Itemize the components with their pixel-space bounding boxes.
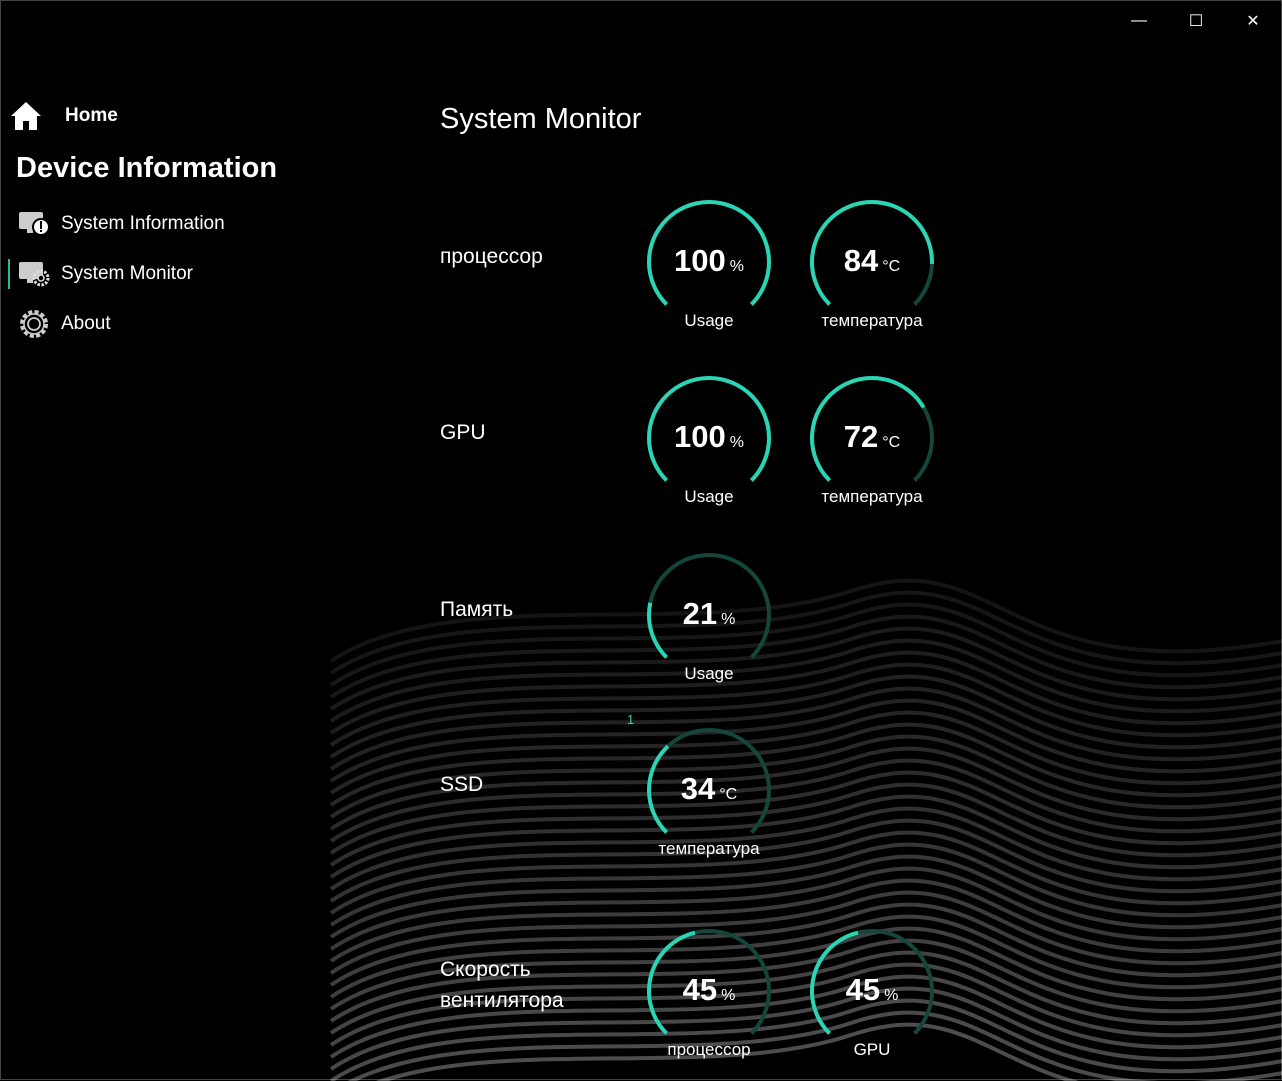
gauge-fill [647, 376, 771, 482]
home-icon [11, 102, 41, 130]
gauge-value: 21% [682, 596, 736, 631]
gauge-value: 100% [674, 243, 744, 278]
gauge-fill [647, 602, 669, 659]
monitor-info-icon [19, 212, 50, 236]
gauge-unit: % [729, 434, 744, 451]
gauge: 21% Usage [644, 552, 774, 692]
gauge-fill [810, 376, 926, 482]
sidebar-item-label: About [61, 313, 111, 334]
gauge: 84°C температура [807, 199, 937, 339]
row-label: GPU [440, 421, 486, 444]
gauge-value: 84°C [843, 243, 901, 278]
gauge-fill [810, 200, 934, 306]
gauge-unit: °C [882, 258, 901, 275]
gauge: 72°C температура [807, 375, 937, 515]
monitor-gear-icon [19, 262, 50, 287]
gauge-fill [647, 744, 670, 834]
minimize-button[interactable]: — [1131, 12, 1147, 29]
gauge: 45% процессор [644, 928, 774, 1068]
gauge-value: 100% [674, 419, 744, 454]
gauge-unit: % [729, 258, 744, 275]
gauge-value: 45% [845, 972, 899, 1007]
gauge-caption: Usage [684, 487, 734, 506]
gauge-unit: °C [882, 434, 901, 451]
gauge-caption: температура [658, 839, 760, 858]
maximize-button[interactable]: ☐ [1188, 13, 1204, 30]
gauge-caption: процессор [667, 1040, 751, 1059]
gauge-caption: Usage [684, 664, 734, 683]
sidebar-item-label: System Monitor [61, 263, 193, 284]
gauge-value: 45% [682, 972, 736, 1007]
row-label: процессор [440, 245, 543, 268]
gauge-fill [810, 930, 859, 1035]
gauge-caption: GPU [853, 1040, 891, 1059]
sidebar-item-system-information[interactable]: System Information [17, 207, 225, 241]
nav-home[interactable]: Home [9, 99, 118, 133]
sidebar-item-label: System Information [61, 213, 225, 234]
gauge-unit: % [721, 987, 736, 1004]
gauge: 45% GPU [807, 928, 937, 1068]
ssd-index: 1 [627, 712, 635, 727]
gauge-fill [647, 200, 771, 306]
sidebar-item-system-monitor[interactable]: System Monitor [17, 257, 193, 291]
selection-indicator [8, 259, 10, 289]
sidebar-item-about[interactable]: About [17, 307, 111, 341]
gauge: 100% Usage [644, 199, 774, 339]
row-label: SSD [440, 773, 484, 796]
gauge-caption: температура [821, 311, 923, 330]
section-heading: Device Information [16, 152, 278, 184]
row-label: Скорость вентилятора [440, 958, 564, 1012]
gauge-caption: Usage [684, 311, 734, 330]
gauge: 34°C температура [644, 727, 774, 867]
gauge-value: 34°C [680, 771, 738, 806]
gauge-unit: % [884, 987, 899, 1004]
gauge-caption: температура [821, 487, 923, 506]
gauge-unit: % [721, 611, 736, 628]
gauge-value: 72°C [843, 419, 901, 454]
close-button[interactable]: ✕ [1246, 13, 1260, 30]
gauge: 100% Usage [644, 375, 774, 515]
gauge-unit: °C [719, 786, 738, 803]
row-label: Память [440, 598, 514, 621]
page-title: System Monitor [440, 103, 642, 135]
nav-home-label: Home [65, 105, 118, 126]
gear-icon [20, 310, 48, 338]
gauge-fill [647, 930, 696, 1035]
